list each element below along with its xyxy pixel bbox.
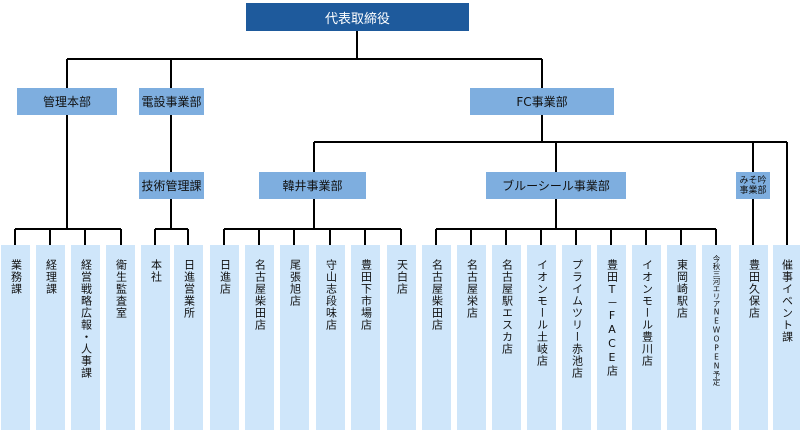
- leaf-box: 経営戦略広報・人事課: [71, 245, 100, 430]
- leaf-box: 衛生監査室: [106, 245, 135, 430]
- leaf-box: 豊田T－FACE店: [597, 245, 626, 430]
- leaf-box: プライムツリー赤池店: [562, 245, 591, 430]
- leaf-box: 天白店: [387, 245, 416, 430]
- leaf-label: 衛生監査室: [114, 259, 128, 319]
- densetsu-label: 電設事業部: [141, 95, 202, 109]
- leaf-box: 日進営業所: [174, 245, 203, 430]
- leaf-box: 守山志段味店: [316, 245, 345, 430]
- leaf-label: 名古屋柴田店: [430, 259, 444, 331]
- leaf-box: 経理課: [36, 245, 65, 430]
- leaf-box: 豊田下市場店: [351, 245, 380, 430]
- leaf-label: 尾張旭店: [288, 259, 302, 307]
- ceo-label: 代表取締役: [324, 11, 390, 27]
- leaf-label: 守山志段味店: [324, 259, 338, 331]
- leaf-box: 業務課: [1, 245, 30, 430]
- leaf-box: 名古屋栄店: [457, 245, 486, 430]
- leaf-box: 豊田久保店: [739, 245, 768, 430]
- fc-box: FC事業部: [470, 88, 614, 115]
- leaf-label: 名古屋駅エスカ店: [500, 259, 514, 355]
- leaf-label: 日進営業所: [182, 259, 196, 319]
- leaf-label: 豊田T－FACE店: [605, 259, 619, 377]
- bluesil-box: ブルーシール事業部: [486, 172, 626, 199]
- misosaki-box: みそ吟 事業部: [736, 172, 770, 199]
- leaf-label: 本社: [149, 259, 163, 283]
- leaf-box: イオンモール豊川店: [632, 245, 661, 430]
- kanri-box: 管理本部: [17, 88, 117, 115]
- leaf-label: 経営戦略広報・人事課: [79, 259, 93, 379]
- misosaki-label-line2: 事業部: [739, 185, 767, 196]
- leaf-label: 名古屋柴田店: [253, 259, 267, 331]
- fc-label: FC事業部: [516, 95, 568, 109]
- leaf-label: 名古屋栄店: [465, 259, 479, 319]
- leaf-label: 東岡崎駅店: [675, 259, 689, 319]
- leaf-box: 本社: [141, 245, 170, 430]
- kanri-label: 管理本部: [42, 95, 91, 109]
- kanai-label: 韓井事業部: [282, 179, 343, 193]
- leaf-box: 名古屋柴田店: [245, 245, 274, 430]
- leaf-box: 日進店: [210, 245, 239, 430]
- leaf-label: 豊田下市場店: [359, 259, 373, 331]
- leaf-label: 天白店: [395, 259, 409, 295]
- misosaki-label-line1: みそ吟: [739, 175, 767, 186]
- leaf-box: 名古屋柴田店: [422, 245, 451, 430]
- ceo-box: 代表取締役: [246, 3, 469, 31]
- densetsu-box: 電設事業部: [139, 88, 204, 115]
- leaf-label: イオンモール土岐店: [535, 259, 549, 367]
- leaf-box: 東岡崎駅店: [667, 245, 696, 430]
- leaf-label: 業務課: [9, 259, 23, 295]
- leaf-label: 経理課: [44, 259, 58, 295]
- leaf-label: 日進店: [218, 259, 232, 295]
- leaf-box: 名古屋駅エスカ店: [492, 245, 521, 430]
- gijutsu-label: 技術管理課: [141, 179, 202, 193]
- leaf-box: イオンモール土岐店: [527, 245, 556, 430]
- bluesil-label: ブルーシール事業部: [502, 179, 610, 193]
- leaf-box: 今秋三河エリアNEWOPEN予定: [702, 245, 731, 430]
- leaf-label: プライムツリー赤池店: [570, 259, 584, 379]
- leaf-box: 尾張旭店: [280, 245, 309, 430]
- gijutsu-box: 技術管理課: [139, 172, 204, 199]
- leaf-label: 豊田久保店: [747, 259, 761, 319]
- leaf-label: イオンモール豊川店: [640, 259, 654, 367]
- kanai-box: 韓井事業部: [259, 172, 366, 199]
- leaf-label: 今秋三河エリアNEWOPEN予定: [712, 255, 721, 386]
- leaf-box: 催事イベント課: [773, 245, 800, 430]
- leaf-label: 催事イベント課: [780, 259, 794, 343]
